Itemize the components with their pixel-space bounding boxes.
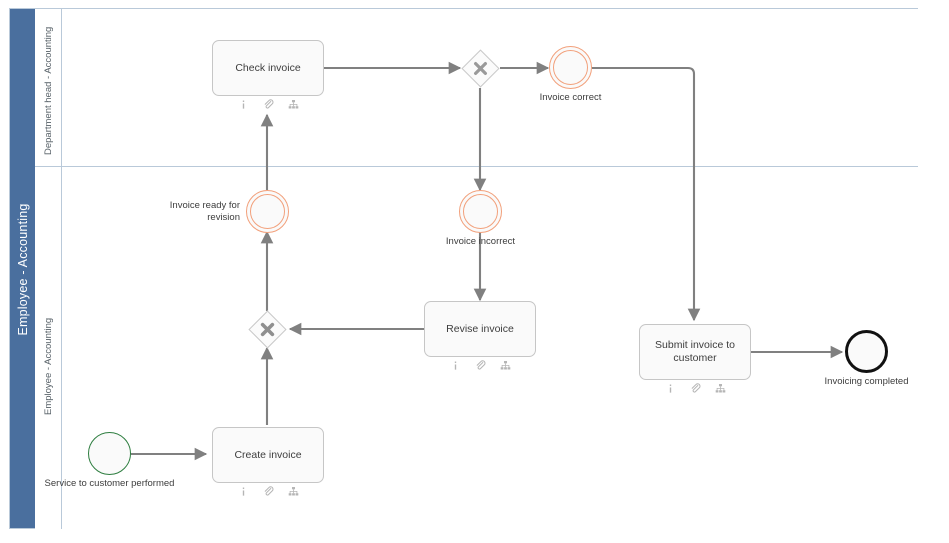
event-end-invoicing-completed[interactable]: [845, 330, 888, 373]
pool-title: Employee - Accounting: [15, 203, 30, 336]
task-revise-invoice[interactable]: Revise invoice: [424, 301, 536, 357]
label-invoice-incorrect: Invoice incorrect: [445, 236, 516, 247]
event-invoice-ready-for-revision[interactable]: [246, 190, 289, 233]
lane-label-department-head: Department head - Accounting: [43, 26, 54, 155]
gateway-exclusive-invoice-check[interactable]: [460, 48, 500, 88]
hierarchy-icon[interactable]: [715, 383, 726, 394]
event-invoice-incorrect[interactable]: [459, 190, 502, 233]
label-invoice-correct: Invoice correct: [539, 92, 602, 103]
lane-department-head-accounting[interactable]: Department head - Accounting: [35, 9, 918, 166]
task-submit-invoice-to-customer[interactable]: Submit invoice to customer: [639, 324, 751, 380]
attachment-icon[interactable]: [690, 382, 701, 394]
label-invoicing-completed: Invoicing completed: [824, 376, 909, 387]
lane-header-department-head[interactable]: Department head - Accounting: [35, 9, 62, 166]
info-icon[interactable]: [665, 383, 676, 394]
hierarchy-icon[interactable]: [288, 99, 299, 110]
task-markers-check-invoice: [212, 97, 324, 111]
event-start-service-performed[interactable]: [88, 432, 131, 475]
task-create-invoice[interactable]: Create invoice: [212, 427, 324, 483]
task-markers-submit-invoice: [639, 381, 751, 395]
hierarchy-icon[interactable]: [288, 486, 299, 497]
task-check-invoice[interactable]: Check invoice: [212, 40, 324, 96]
attachment-icon[interactable]: [263, 485, 274, 497]
label-service-performed: Service to customer performed: [44, 478, 175, 489]
task-markers-revise-invoice: [424, 358, 536, 372]
lane-header-employee[interactable]: Employee - Accounting: [35, 167, 62, 529]
info-icon[interactable]: [238, 99, 249, 110]
hierarchy-icon[interactable]: [500, 360, 511, 371]
task-markers-create-invoice: [212, 484, 324, 498]
gateway-x-icon: [461, 49, 499, 87]
label-invoice-ready-for-revision: Invoice ready for revision: [169, 200, 240, 223]
info-icon[interactable]: [450, 360, 461, 371]
info-icon[interactable]: [238, 486, 249, 497]
pool-header[interactable]: Employee - Accounting: [10, 9, 35, 528]
attachment-icon[interactable]: [475, 359, 486, 371]
gateway-exclusive-invoice-merge[interactable]: [247, 309, 287, 349]
event-inner-ring: [463, 194, 498, 229]
lane-label-employee: Employee - Accounting: [43, 317, 54, 415]
attachment-icon[interactable]: [263, 98, 274, 110]
event-inner-ring: [553, 50, 588, 85]
gateway-x-icon: [248, 310, 286, 348]
event-inner-ring: [250, 194, 285, 229]
event-invoice-correct[interactable]: [549, 46, 592, 89]
